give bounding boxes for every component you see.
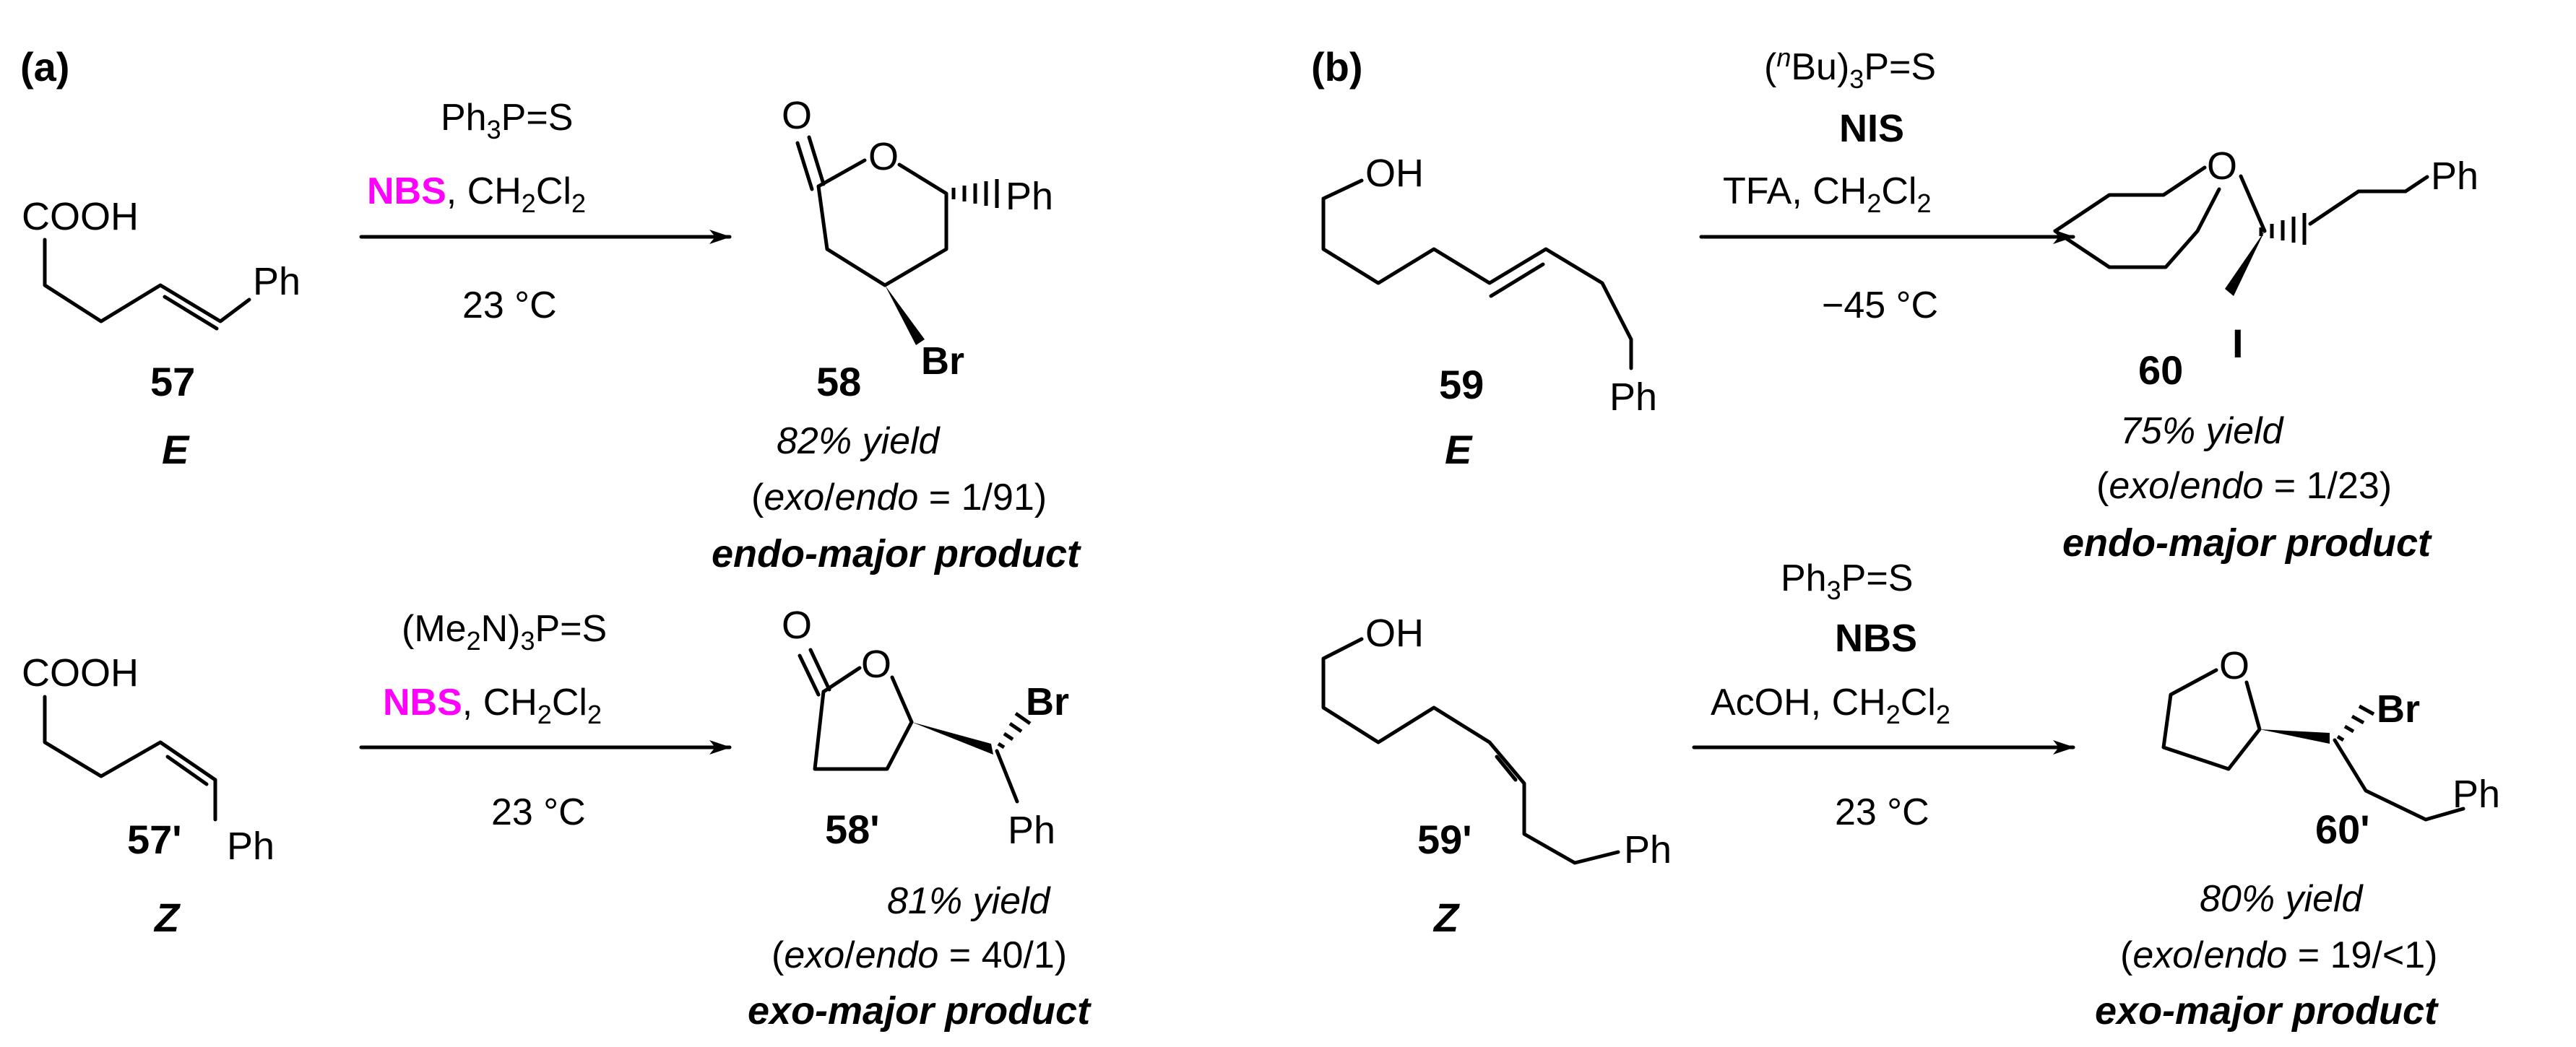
hashed-bond-chain xyxy=(2259,213,2307,245)
svg-text:60: 60 xyxy=(2138,347,2183,393)
svg-text:exo-major product: exo-major product xyxy=(748,989,1092,1033)
svg-text:Ph: Ph xyxy=(2431,155,2478,198)
svg-text:COOH: COOH xyxy=(22,651,139,695)
svg-text:(Me2N)3P=S: (Me2N)3P=S xyxy=(402,608,607,656)
svg-text:O: O xyxy=(868,135,899,178)
svg-text:exo-major product: exo-major product xyxy=(2095,989,2439,1033)
svg-text:23 °C: 23 °C xyxy=(462,284,557,326)
substrate-57: COOH Ph 57 E xyxy=(22,195,301,472)
svg-text:58: 58 xyxy=(816,359,861,404)
svg-text:−45 °C: −45 °C xyxy=(1822,284,1938,326)
geometry-e-57: E xyxy=(162,427,190,472)
svg-text:O: O xyxy=(2207,144,2237,188)
product-60-prime: O Br Ph 60' 80% yield (exo/endo = 19/<1)… xyxy=(2095,644,2500,1033)
svg-text:Z: Z xyxy=(1432,895,1460,940)
svg-text:23 °C: 23 °C xyxy=(1835,791,1929,833)
svg-text:57': 57' xyxy=(127,817,182,862)
panel-b-label: (b) xyxy=(1311,44,1363,90)
conditions-b-z: Ph3P=S NBS AcOH, CH2Cl2 23 °C xyxy=(1692,557,2075,833)
svg-text:82% yield: 82% yield xyxy=(777,420,941,462)
svg-text:(nBu)3P=S: (nBu)3P=S xyxy=(1764,43,1936,94)
svg-text:O: O xyxy=(782,604,812,647)
svg-text:NBS, CH2Cl2: NBS, CH2Cl2 xyxy=(383,682,602,729)
svg-text:O: O xyxy=(782,94,812,137)
svg-text:Ph3P=S: Ph3P=S xyxy=(1781,557,1913,605)
svg-text:60': 60' xyxy=(2315,807,2370,852)
svg-text:(exo/endo = 1/23): (exo/endo = 1/23) xyxy=(2096,465,2392,507)
hashed-bond-ph xyxy=(951,179,999,208)
svg-text:Ph: Ph xyxy=(227,825,275,868)
product-60: O Ph I 60 75% yield (exo/endo = 1/23) en… xyxy=(2053,144,2478,565)
svg-text:Br: Br xyxy=(1026,680,1069,724)
svg-text:OH: OH xyxy=(1365,152,1424,195)
substrate-59-prime: OH Ph 59' Z xyxy=(1321,612,1672,940)
svg-text:E: E xyxy=(1445,427,1473,472)
svg-text:80% yield: 80% yield xyxy=(2200,878,2364,920)
product-58-br: Br xyxy=(921,339,964,383)
svg-text:endo-major product: endo-major product xyxy=(712,532,1081,575)
svg-text:Ph: Ph xyxy=(1624,828,1672,872)
product-58-prime: O O Br Ph 58' 81% yield (exo/endo = 40/1… xyxy=(748,604,1092,1033)
compound-number-57: 57 xyxy=(150,359,195,404)
svg-text:75% yield: 75% yield xyxy=(2120,410,2285,452)
svg-text:81% yield: 81% yield xyxy=(887,880,1052,922)
hashed-bond-br-b xyxy=(2336,704,2375,742)
svg-text:O: O xyxy=(2219,644,2249,687)
svg-text:TFA, CH2Cl2: TFA, CH2Cl2 xyxy=(1723,170,1932,218)
svg-text:AcOH, CH2Cl2: AcOH, CH2Cl2 xyxy=(1711,682,1950,729)
product-60-iodine: I xyxy=(2232,321,2244,366)
conditions-b-e: (nBu)3P=S NIS TFA, CH2Cl2 −45 °C xyxy=(1699,43,2075,326)
reagent-nbs: NBS xyxy=(367,170,446,212)
svg-text:59': 59' xyxy=(1417,817,1472,862)
substrate-57-cooh: COOH xyxy=(22,195,139,238)
svg-text:Br: Br xyxy=(2377,687,2420,731)
product-58: O O Ph Br 58 82% yield (exo/endo = 1/91)… xyxy=(712,94,1081,575)
svg-text:(exo/endo = 1/91): (exo/endo = 1/91) xyxy=(751,477,1047,518)
svg-text:NBS: NBS xyxy=(1835,617,1917,660)
svg-text:23 °C: 23 °C xyxy=(491,791,586,833)
svg-text:endo-major product: endo-major product xyxy=(2062,521,2432,565)
substrate-57-ph: Ph xyxy=(253,260,301,303)
svg-text:59: 59 xyxy=(1439,362,1484,407)
svg-text:Ph: Ph xyxy=(1006,175,1053,218)
svg-text:Ph: Ph xyxy=(1008,809,1055,852)
svg-text:Ph: Ph xyxy=(2452,773,2500,816)
substrate-59: OH Ph 59 E xyxy=(1321,152,1657,472)
svg-text:(exo/endo = 40/1): (exo/endo = 40/1) xyxy=(771,934,1067,976)
svg-text:Z: Z xyxy=(153,895,181,940)
svg-text:OH: OH xyxy=(1365,612,1424,655)
substrate-57-prime: COOH Ph 57' Z xyxy=(22,651,275,940)
svg-text:Ph3P=S: Ph3P=S xyxy=(441,97,573,144)
conditions-a-z: (Me2N)3P=S NBS, CH2Cl2 23 °C xyxy=(359,608,732,833)
svg-text:NBS, CH2Cl2: NBS, CH2Cl2 xyxy=(367,170,586,218)
svg-text:(exo/endo = 19/<1): (exo/endo = 19/<1) xyxy=(2120,934,2437,976)
hashed-bond-br xyxy=(997,711,1032,750)
svg-text:O: O xyxy=(861,643,891,686)
svg-text:Ph: Ph xyxy=(1609,375,1657,419)
reagent-nis: NIS xyxy=(1839,107,1904,150)
panel-a-label: (a) xyxy=(20,44,69,90)
svg-text:58': 58' xyxy=(825,807,880,852)
conditions-a-e: Ph3P=S NBS, CH2Cl2 23 °C xyxy=(359,97,732,326)
